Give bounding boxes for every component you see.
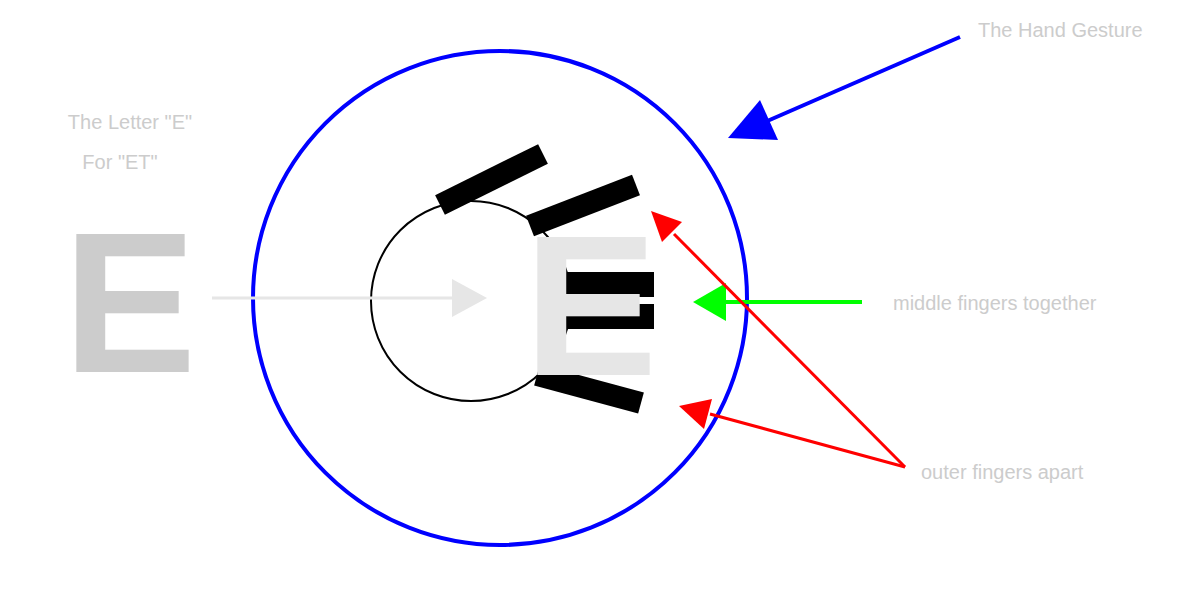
big-letter: E	[524, 206, 657, 406]
title-label: The Hand Gesture	[978, 18, 1143, 42]
leader-line	[765, 37, 960, 122]
leader-line	[710, 414, 905, 467]
caption-label: The Letter "E"	[68, 110, 192, 134]
callout-label: middle fingers together	[893, 291, 1096, 315]
callout-label: outer fingers apart	[921, 460, 1083, 484]
letter-arrow	[212, 297, 457, 300]
caption-label: For "ET"	[82, 150, 157, 174]
arrow-head	[693, 283, 726, 321]
arrow-head	[728, 100, 778, 140]
arrow-head	[452, 279, 487, 317]
arrow-head	[679, 399, 712, 429]
leader-line	[674, 234, 905, 467]
finger-bar	[440, 154, 543, 205]
big-letter: E	[63, 203, 196, 403]
